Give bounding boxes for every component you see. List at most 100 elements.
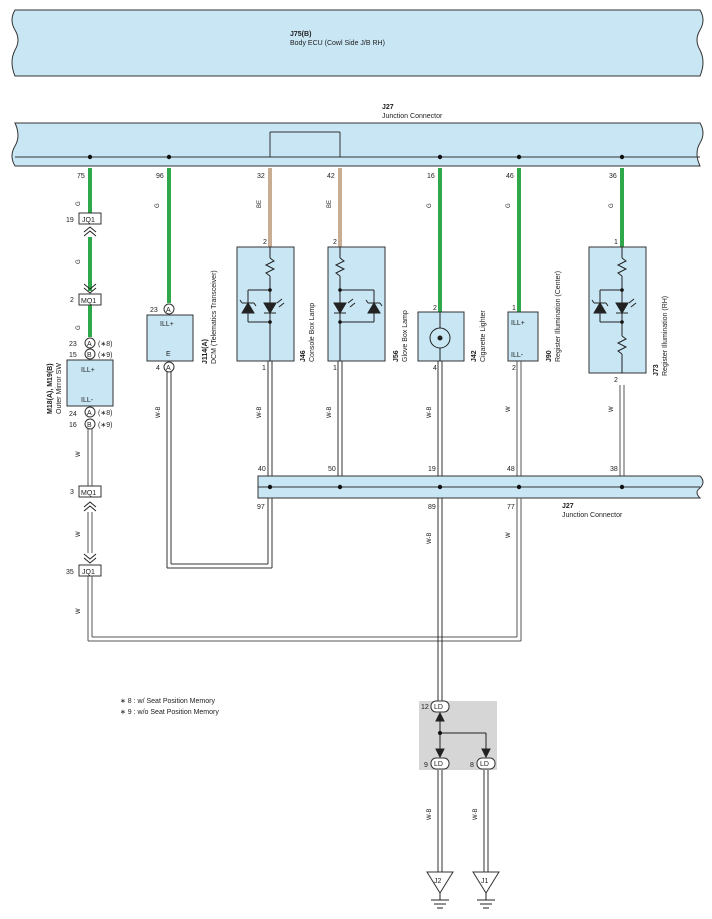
pin-label: 1 bbox=[614, 239, 618, 246]
pin-label: 48 bbox=[507, 466, 515, 473]
wire-color-label: BE bbox=[257, 200, 263, 208]
pin-label: 12 bbox=[421, 704, 429, 711]
wire-color-label: W-B bbox=[257, 406, 263, 418]
jc-top-pins: 75 96 32 42 16 46 36 bbox=[77, 173, 617, 180]
jq1-label: JQ1 bbox=[82, 569, 95, 576]
cig-code: J42 bbox=[471, 350, 478, 362]
mirror-code: M18(A), M19(B) bbox=[47, 363, 54, 414]
ill-plus-label: ILL+ bbox=[81, 367, 95, 374]
pin-label: 1 bbox=[512, 305, 516, 312]
pin-label: 2 bbox=[70, 297, 74, 304]
ld-splice: 12 LD 9 LD 8 LD bbox=[419, 700, 497, 770]
mirror-name: Outer Mirror SW bbox=[56, 363, 63, 414]
connector-letter: A bbox=[166, 307, 171, 314]
pin-label: 16 bbox=[427, 173, 435, 180]
wire-color-label: W bbox=[76, 451, 82, 457]
outer-mirror-switch: 23 A (∗8) 15 B (∗9) ILL+ ILL- M18(A), M1… bbox=[47, 337, 114, 430]
wire-color-label: W-B bbox=[427, 808, 433, 820]
dcm-module: 23 A ILL+ E J114(A) DCM (Telematics Tran… bbox=[146, 270, 218, 373]
wire-ground-main: W-B bbox=[427, 498, 443, 704]
ill-plus-label: ILL+ bbox=[511, 320, 525, 327]
variant-notes: ∗ 8 : w/ Seat Position Memory ∗ 9 : w/o … bbox=[120, 698, 219, 716]
note-line: ∗ 9 : w/o Seat Position Memory bbox=[120, 709, 219, 716]
junction-connector-bottom: 40 50 19 48 38 97 89 77 J27 Junction Con… bbox=[257, 466, 704, 519]
wire-color-label: G bbox=[155, 203, 161, 208]
register-illumination-center: ILL+ ILL- 2 J90 Register Illumination (C… bbox=[507, 271, 562, 372]
pin-label: 46 bbox=[506, 173, 514, 180]
jc-bottom-code: J27 bbox=[562, 503, 574, 510]
connector-jq1-top: 19 JQ1 bbox=[66, 212, 102, 237]
pin-label: 1 bbox=[333, 365, 337, 372]
wire-dcm-wb: W-B bbox=[156, 372, 273, 569]
wire-color-label: G bbox=[76, 201, 82, 206]
wire-glove-be: BE 2 bbox=[327, 168, 342, 247]
glove-box-lamp: 1 J56 Glove Box Lamp bbox=[327, 246, 409, 372]
mq1-label: MQ1 bbox=[81, 298, 96, 305]
ground-j1: J1 bbox=[472, 871, 500, 909]
wire-dcm-green: G bbox=[155, 168, 171, 303]
wire-color-label: W-B bbox=[427, 406, 433, 418]
jq1-label: JQ1 bbox=[82, 217, 95, 224]
wire-color-label: G bbox=[609, 203, 615, 208]
pin-label: 32 bbox=[257, 173, 265, 180]
wire-color-label: W-B bbox=[327, 406, 333, 418]
pin-label: 24 bbox=[69, 411, 77, 418]
pin-label: 75 bbox=[77, 173, 85, 180]
ill-plus-label: ILL+ bbox=[160, 321, 174, 328]
regrh-name: Register Illumination (RH) bbox=[662, 296, 669, 376]
ground-j2: J2 bbox=[426, 871, 454, 909]
ecu-code: J75(B) bbox=[290, 31, 311, 38]
wire-cig-green: G 2 bbox=[427, 168, 442, 312]
pin-label: 19 bbox=[428, 466, 436, 473]
jc-top-name: Junction Connector bbox=[382, 113, 443, 120]
pin-label: 96 bbox=[156, 173, 164, 180]
console-box-lamp: 1 J46 Console Box Lamp bbox=[236, 246, 316, 372]
pin-label: 35 bbox=[66, 569, 74, 576]
wire-console-be: BE 2 bbox=[257, 168, 272, 247]
dcm-name: DCM (Telematics Transceiver) bbox=[211, 270, 218, 364]
regc-code: J90 bbox=[546, 350, 553, 362]
wire-color-label: W bbox=[506, 406, 512, 412]
wire-color-label: G bbox=[76, 259, 82, 264]
pin-label: 16 bbox=[69, 422, 77, 429]
ecu-name: Body ECU (Cowl Side J/B RH) bbox=[290, 40, 385, 47]
pin-label: 38 bbox=[610, 466, 618, 473]
variant-note: (∗8) bbox=[98, 341, 112, 348]
ill-minus-label: ILL- bbox=[511, 352, 524, 359]
console-code: J46 bbox=[300, 350, 307, 362]
wire-color-label: W-B bbox=[427, 532, 433, 544]
wire-color-label: W bbox=[76, 608, 82, 614]
wire-color-label: G bbox=[427, 203, 433, 208]
pin-label: 2 bbox=[512, 365, 516, 372]
glove-code: J56 bbox=[393, 350, 400, 362]
pin-label: 15 bbox=[69, 352, 77, 359]
ill-minus-label: ILL- bbox=[81, 397, 94, 404]
pin-label: 2 bbox=[433, 305, 437, 312]
wire-regc-return: W bbox=[506, 498, 522, 641]
wire-mirror-green: G G G bbox=[76, 168, 92, 337]
ground-wires: W-B W-B bbox=[427, 770, 489, 872]
wire-color-label: BE bbox=[327, 200, 333, 208]
register-illumination-rh: 2 J73 Register Illumination (RH) bbox=[588, 246, 669, 384]
variant-note: (∗9) bbox=[98, 352, 112, 359]
pin-label: 50 bbox=[328, 466, 336, 473]
wire-mirror-white: W 3 MQ1 W 35 JQ1 W bbox=[66, 429, 521, 642]
mq1-label: MQ1 bbox=[81, 490, 96, 497]
pin-label: 2 bbox=[333, 239, 337, 246]
ld-label: LD bbox=[480, 761, 489, 768]
wire-color-label: W bbox=[609, 406, 615, 412]
cigarette-lighter: 4 J42 Cigarette Lighter bbox=[417, 310, 487, 372]
connector-letter: A bbox=[87, 410, 92, 417]
wire-glove-wb: W-B bbox=[327, 361, 343, 476]
connector-letter: B bbox=[87, 352, 92, 359]
wire-console-wb: W-B bbox=[257, 361, 273, 476]
pin-label: 19 bbox=[66, 217, 74, 224]
variant-note: (∗9) bbox=[98, 422, 112, 429]
wire-color-label: W-B bbox=[156, 406, 162, 418]
junction-connector-top: J27 Junction Connector bbox=[11, 104, 704, 167]
ground-label: J2 bbox=[434, 878, 442, 885]
connector-letter: B bbox=[87, 422, 92, 429]
regc-name: Register Illumination (Center) bbox=[555, 271, 562, 362]
wire-color-label: G bbox=[506, 203, 512, 208]
